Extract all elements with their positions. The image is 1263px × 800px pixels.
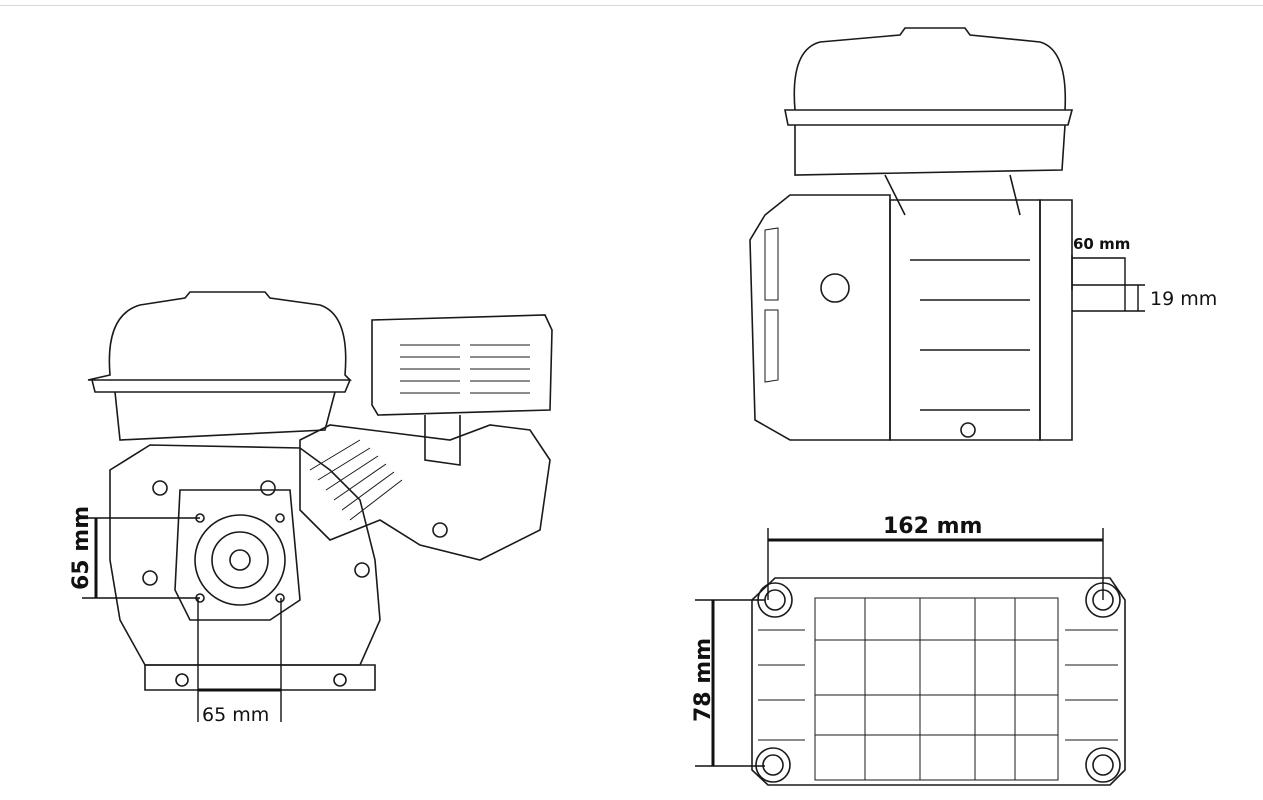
crankcase [109, 444, 381, 666]
base-ribs [758, 597, 1118, 781]
side-hub [820, 273, 850, 303]
top-border [0, 5, 1263, 6]
front-vertical-dimension-label: 65 mm [69, 506, 94, 590]
mounting-bolts [142, 480, 448, 687]
base-width-label: 162 mm [883, 514, 982, 539]
engine-front-view: 65 mm 65 mm [69, 291, 553, 726]
starter-pulley [194, 514, 286, 606]
engine-side-view: 60 mm 19 mm [749, 27, 1217, 441]
side-block [889, 199, 1041, 441]
base-plate [751, 577, 1126, 786]
engine-base [144, 664, 376, 691]
shaft [1071, 255, 1145, 312]
side-fuel-tank [784, 27, 1074, 176]
air-filter-vents [400, 344, 530, 394]
intake-pipe [424, 415, 461, 466]
side-flange [1039, 199, 1073, 441]
base-mount-holes [755, 582, 1121, 783]
side-vents [764, 227, 779, 383]
side-fan-housing [749, 194, 891, 441]
cylinder-fins [309, 439, 403, 521]
cylinder-head [299, 424, 551, 561]
front-horizontal-dimension-label: 65 mm [202, 704, 269, 726]
fuel-tank [87, 291, 352, 441]
shaft-diameter-label: 19 mm [1150, 288, 1217, 310]
engine-base-view: 162 mm 78 mm [691, 514, 1126, 786]
base-depth-label: 78 mm [691, 638, 716, 722]
air-filter [371, 314, 553, 416]
shaft-length-label: 60 mm [1073, 235, 1130, 253]
front-horizontal-dimension-line [197, 598, 282, 722]
recoil-housing [174, 489, 301, 621]
